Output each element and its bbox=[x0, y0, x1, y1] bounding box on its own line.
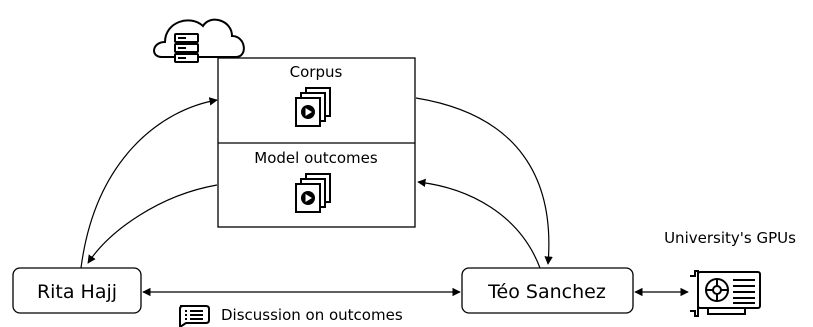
corpus-video-files-icon bbox=[295, 87, 331, 127]
gpu-label: University's GPUs bbox=[664, 229, 796, 247]
arrow-outcomes-to-rita bbox=[87, 184, 218, 264]
rita-hajj-label: Rita Hajj bbox=[37, 281, 117, 303]
outcomes-label: Model outcomes bbox=[254, 149, 378, 167]
graphics-card-icon bbox=[690, 270, 761, 317]
rita-hajj-box bbox=[12, 267, 142, 314]
arrow-corpus-to-teo bbox=[415, 97, 553, 265]
corpus-label: Corpus bbox=[290, 63, 343, 81]
teo-sanchez-label: Téo Sanchez bbox=[487, 281, 606, 303]
teo-sanchez-box bbox=[461, 267, 634, 314]
discussion-label: Discussion on outcomes bbox=[221, 306, 403, 324]
arrow-teo-to-outcomes bbox=[417, 178, 541, 269]
arrow-rita-to-corpus bbox=[80, 97, 218, 269]
cloud-server-icon bbox=[153, 18, 245, 63]
outcomes-video-files-icon bbox=[295, 173, 331, 213]
chat-list-icon bbox=[179, 305, 210, 327]
